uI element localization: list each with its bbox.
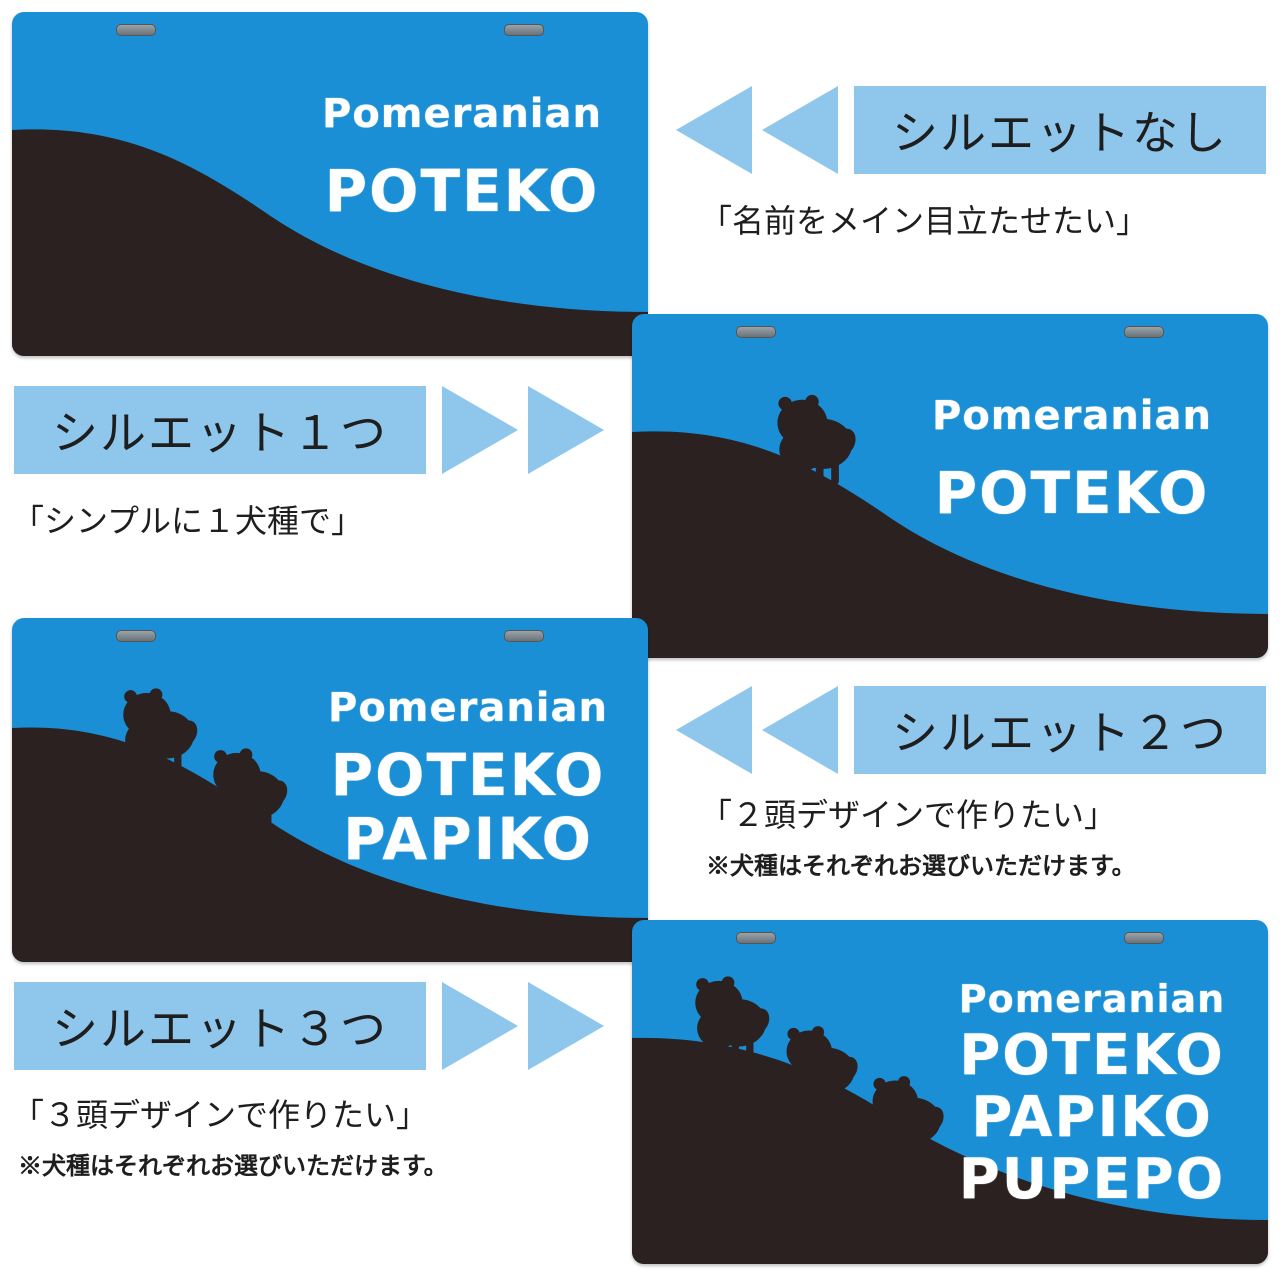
- option-note-two-silhouettes: ※犬種はそれぞれお選びいただけます。: [706, 851, 1136, 880]
- hill-ground: [12, 129, 648, 356]
- plate-name-text: POTEKO: [959, 1023, 1225, 1088]
- arrow-left-icon: [676, 86, 846, 178]
- option-label-two-silhouettes: シルエット２つ: [854, 686, 1266, 774]
- option-label-no-silhouette: シルエットなし: [854, 86, 1266, 174]
- plate-breed-text: Pomeranian: [328, 685, 608, 731]
- pomeranian-silhouette-icon: [786, 1026, 858, 1110]
- mount-hole-left: [116, 24, 156, 36]
- arrow-left-icon: [676, 686, 846, 778]
- plate-name-text: POTEKO: [324, 157, 600, 225]
- mount-hole-left: [736, 932, 776, 944]
- mount-hole-right: [504, 24, 544, 36]
- pomeranian-silhouette-icon: [123, 688, 198, 775]
- plate-name-text: POTEKO: [934, 459, 1210, 527]
- plate-breed-text: Pomeranian: [322, 91, 602, 137]
- option-caption-three-silhouettes: 「３頭デザインで作りたい」: [12, 1096, 429, 1134]
- pomeranian-silhouette-icon: [213, 748, 288, 835]
- plate-breed-text: Pomeranian: [932, 393, 1212, 439]
- pomeranian-silhouette-icon: [695, 976, 770, 1063]
- option-caption-one-silhouette: 「シンプルに１犬種で」: [12, 502, 364, 540]
- option-caption-two-silhouettes: 「２頭デザインで作りたい」: [700, 796, 1117, 834]
- plate-one-silhouette: Pomeranian POTEKO: [632, 314, 1268, 658]
- arrow-right-icon: [434, 982, 604, 1074]
- option-label-one-silhouette: シルエット１つ: [14, 386, 426, 474]
- plate-breed-text: Pomeranian: [958, 977, 1226, 1021]
- mount-hole-left: [736, 326, 776, 338]
- option-label-three-silhouettes: シルエット３つ: [14, 982, 426, 1070]
- plate-name-text: PUPEPO: [958, 1147, 1226, 1212]
- pomeranian-silhouette-icon: [777, 394, 856, 487]
- option-note-three-silhouettes: ※犬種はそれぞれお選びいただけます。: [18, 1151, 448, 1180]
- plate-name-text: PAPIKO: [971, 1085, 1213, 1150]
- arrow-right-icon: [434, 386, 604, 478]
- hill-ground: [632, 1037, 1268, 1264]
- mount-hole-left: [116, 630, 156, 642]
- hill-ground: [632, 431, 1268, 658]
- option-caption-no-silhouette: 「名前をメイン目立たせたい」: [700, 202, 1149, 240]
- hill-ground: [12, 727, 648, 962]
- plate-two-silhouettes: Pomeranian POTEKO PAPIKO: [12, 618, 648, 962]
- mount-hole-right: [1124, 326, 1164, 338]
- mount-hole-right: [504, 630, 544, 642]
- plate-no-silhouette: Pomeranian POTEKO: [12, 12, 648, 356]
- pomeranian-silhouette-icon: [872, 1076, 944, 1160]
- plate-three-silhouettes: Pomeranian POTEKO PAPIKO PUPEPO: [632, 920, 1268, 1264]
- plate-name-text: PAPIKO: [343, 805, 593, 873]
- plate-name-text: POTEKO: [330, 741, 606, 809]
- mount-hole-right: [1124, 932, 1164, 944]
